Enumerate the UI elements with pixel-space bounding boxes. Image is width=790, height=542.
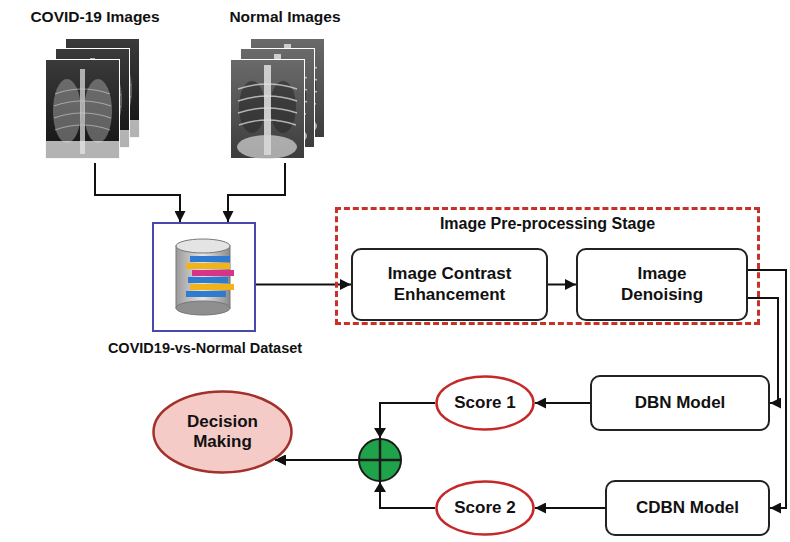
model-box: DBN Model <box>590 375 770 431</box>
xray-film <box>231 60 305 160</box>
arrowhead <box>374 428 386 438</box>
score-ellipse: Score 1 <box>435 375 535 431</box>
ellipse-shape <box>154 392 292 473</box>
dataset-frame <box>152 222 256 332</box>
data-bar <box>190 284 234 290</box>
decision-ellipse: Decision Making <box>152 390 293 474</box>
stage-group: Image Pre-processing StageImage Contrast… <box>335 207 760 325</box>
image-stack: Normal Images <box>210 8 360 163</box>
connector-arrow <box>535 507 605 509</box>
node-label: Score 1 <box>454 393 515 413</box>
connector-arrow <box>548 284 576 286</box>
sum-junction <box>359 428 401 492</box>
node-label: Image Contrast Enhancement <box>375 264 524 305</box>
database-body <box>176 246 230 308</box>
node-label: Image Denoising <box>600 264 724 305</box>
data-bar <box>186 291 226 297</box>
heading-label: Normal Images <box>210 8 360 26</box>
heading-label: COVID19-vs-Normal Dataset <box>100 340 310 356</box>
plus-sign <box>359 439 401 481</box>
node-label: Score 2 <box>454 498 515 518</box>
data-bar <box>188 277 228 283</box>
connector-arrow <box>275 403 435 460</box>
database-base <box>176 301 230 315</box>
connector-arrow <box>275 460 435 508</box>
connector-arrow <box>535 402 590 404</box>
xray-film <box>46 60 120 159</box>
ellipse-shape <box>437 377 534 430</box>
xray-stack-normal <box>231 39 325 160</box>
data-bar <box>192 270 234 276</box>
connector-arrow <box>95 163 180 222</box>
node-label: CDBN Model <box>636 498 739 518</box>
model-box: CDBN Model <box>605 480 770 536</box>
score-ellipse: Score 2 <box>435 480 535 536</box>
sum-circle <box>359 439 401 481</box>
image-stack: COVID-19 Images <box>20 8 170 163</box>
heading-label: Image Pre-processing Stage <box>338 215 757 233</box>
node-label: DBN Model <box>635 393 726 413</box>
xray-stack-covid <box>46 39 140 159</box>
data-bar <box>190 256 230 262</box>
data-bar <box>186 263 230 269</box>
process-box: Image Contrast Enhancement <box>351 248 548 321</box>
database-icon <box>176 239 234 315</box>
ellipse-shape <box>437 482 534 535</box>
process-box: Image Denoising <box>576 248 748 321</box>
heading-label: COVID-19 Images <box>20 8 170 26</box>
database-top <box>176 239 230 253</box>
arrowhead <box>374 482 386 492</box>
node-label: Decision Making <box>170 412 274 453</box>
connector-arrow <box>228 163 285 222</box>
dataset-node: COVID19-vs-Normal Dataset <box>100 218 310 363</box>
